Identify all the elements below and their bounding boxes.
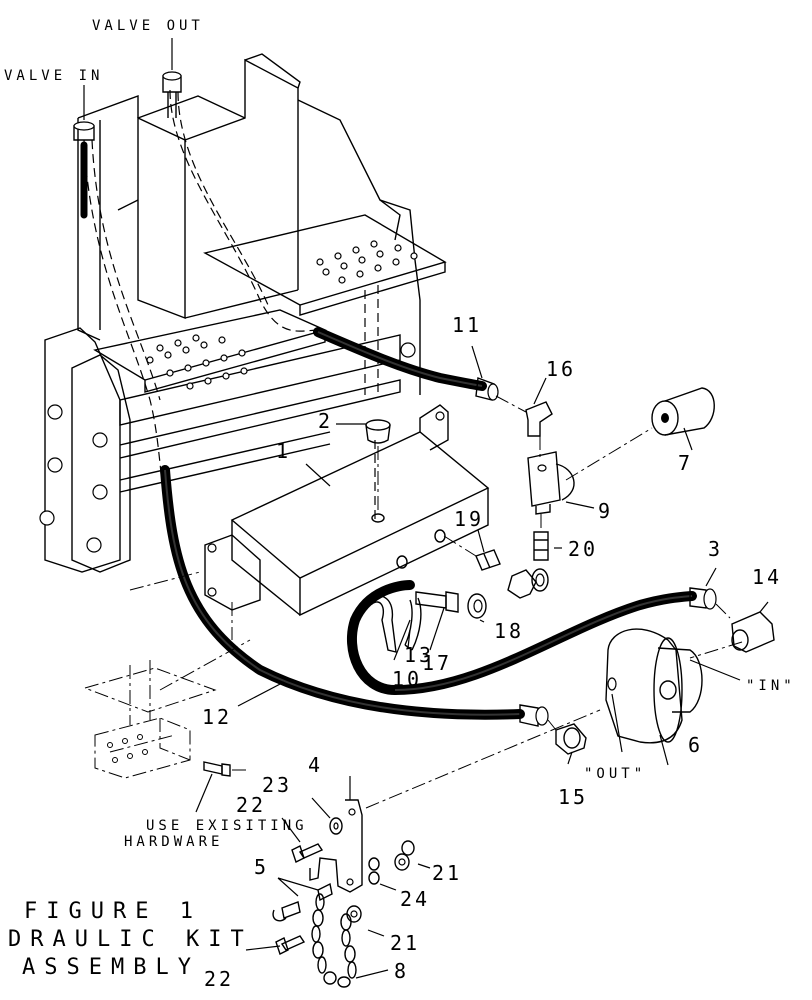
hose-3-fitting xyxy=(689,587,717,610)
callout-11: 11 xyxy=(452,313,482,337)
washer-23 xyxy=(329,817,343,835)
callout-20: 20 xyxy=(568,537,598,561)
callout-2: 2 xyxy=(318,409,333,433)
breather-cap xyxy=(365,419,391,514)
filter-element-7 xyxy=(651,387,715,436)
callout-13: 13 xyxy=(404,643,434,667)
pump-6 xyxy=(605,628,703,744)
leader-lines xyxy=(195,345,769,979)
callout-6: 6 xyxy=(688,733,703,757)
callout-5: 5 xyxy=(254,855,269,879)
elbow-14 xyxy=(731,611,775,653)
callout-10: 10 xyxy=(392,667,422,691)
bracket-4 xyxy=(309,799,363,893)
label-in-port: "IN" xyxy=(746,678,796,694)
callout-3: 3 xyxy=(708,537,723,561)
valve-in-fitting xyxy=(73,121,95,219)
callout-22b: 22 xyxy=(204,967,234,991)
elbow-16 xyxy=(525,401,553,437)
callout-23: 23 xyxy=(262,773,292,797)
nipple-19 xyxy=(475,549,501,571)
callout-15: 15 xyxy=(558,785,588,809)
fitting-20 xyxy=(533,531,549,561)
chain-8 xyxy=(311,893,357,988)
reservoir-tank xyxy=(204,404,490,617)
nut-21-upper xyxy=(394,840,415,871)
nut-21-lower xyxy=(346,905,362,923)
figure-title-line3: ASSEMBLY xyxy=(22,955,200,980)
callout-16: 16 xyxy=(546,357,576,381)
callout-8: 8 xyxy=(394,959,409,983)
figure-title-line1: FIGURE 1 xyxy=(24,899,202,924)
callout-19: 19 xyxy=(454,507,484,531)
callout-9: 9 xyxy=(598,499,613,523)
elbow-18 xyxy=(507,568,549,599)
hose-11-fitting xyxy=(475,377,499,401)
nut-17 xyxy=(467,593,487,619)
figure-title-line2: DRAULIC KIT xyxy=(8,927,253,952)
hose-12-fitting xyxy=(519,704,549,727)
callout-numbers: 1 2 3 4 5 6 7 8 9 10 11 12 13 14 15 16 1… xyxy=(202,313,782,991)
filter-head-9 xyxy=(527,451,575,515)
callout-21a: 21 xyxy=(432,861,462,885)
mounting-frame xyxy=(39,53,447,573)
valve-out-fitting xyxy=(162,71,182,118)
slot-holes xyxy=(146,240,418,390)
hose-3 xyxy=(390,591,697,695)
elbow-15 xyxy=(555,723,587,755)
callout-17: 17 xyxy=(422,651,452,675)
label-valve-out: VALVE OUT xyxy=(92,18,204,34)
label-valve-in: VALVE IN xyxy=(4,68,103,84)
label-out-port: "OUT" xyxy=(584,766,646,782)
callout-14: 14 xyxy=(752,565,782,589)
callout-7: 7 xyxy=(678,451,693,475)
callout-12: 12 xyxy=(202,705,232,729)
washer-24 xyxy=(368,857,380,885)
bolt-22-lower xyxy=(275,935,306,955)
hose-barb-13 xyxy=(415,591,459,613)
existing-bracket-phantom xyxy=(83,571,251,779)
bolt-22-upper xyxy=(291,843,324,863)
hose-3-tail xyxy=(346,580,415,695)
u-bolt-5 xyxy=(272,882,333,922)
callout-24: 24 xyxy=(400,887,430,911)
callout-1: 1 xyxy=(276,439,291,463)
suction-hose-10 xyxy=(369,595,422,653)
existing-bolt xyxy=(203,761,231,777)
callout-18: 18 xyxy=(494,619,524,643)
callout-22a: 22 xyxy=(236,793,266,817)
callout-4: 4 xyxy=(308,753,323,777)
label-hardware: HARDWARE xyxy=(124,834,223,850)
callout-21b: 21 xyxy=(390,931,420,955)
label-use-existing: USE EXISITING xyxy=(146,818,308,834)
